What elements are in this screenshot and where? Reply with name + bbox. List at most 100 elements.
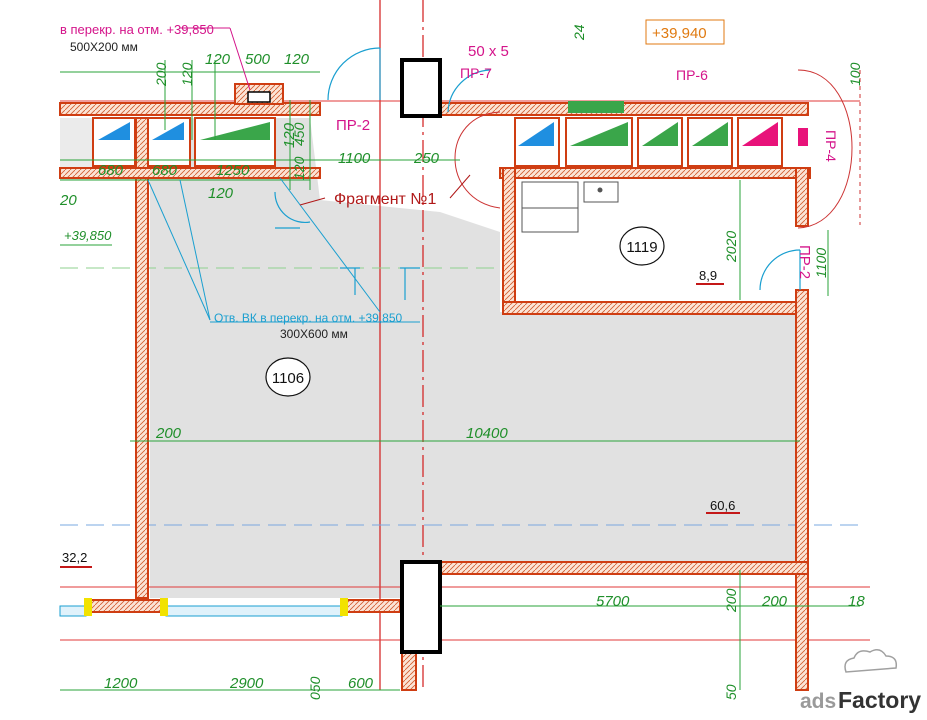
dim-left-partial: 20 xyxy=(59,192,77,209)
dim-lower: 200 xyxy=(761,593,788,610)
watermark-logo: ads Factory xyxy=(800,649,921,713)
dim-top-v: 450 xyxy=(291,122,307,146)
shaft-fill xyxy=(152,122,184,140)
shaft-fill xyxy=(518,122,554,146)
wall-bottom-left xyxy=(85,599,167,613)
elevation-left: +39,850 xyxy=(64,228,112,243)
dim-top: 680 xyxy=(98,162,124,179)
room-1119-area: 8,9 xyxy=(699,268,717,283)
shaft xyxy=(92,117,136,167)
vk-opening-note-line2: 300Х600 мм xyxy=(280,327,348,341)
dim-main: 10400 xyxy=(466,425,508,442)
dim-lower: 18 xyxy=(848,593,865,610)
dim-top: 120 xyxy=(281,122,298,148)
room-1106-number: 1106 xyxy=(272,370,304,387)
device xyxy=(798,128,808,146)
dim-bottom: 050 xyxy=(307,676,323,700)
slab-opening-note-line2: 500Х200 мм xyxy=(70,40,138,54)
column-top xyxy=(400,58,442,118)
wall-right-lower xyxy=(795,573,809,691)
dim-bottom: 50 xyxy=(723,684,739,700)
cloud-icon xyxy=(844,649,898,673)
vent-shafts xyxy=(92,101,808,167)
column-top-stub xyxy=(247,91,271,103)
dim-top: 680 xyxy=(152,162,178,179)
opening-pr4: ПР-4 xyxy=(823,130,839,162)
sink xyxy=(583,181,619,203)
elevation-top-box xyxy=(645,19,725,45)
left-area: 32,2 xyxy=(62,550,87,565)
columns xyxy=(247,58,442,654)
wall-room-1119-left xyxy=(502,167,516,313)
dim-right-v: 2020 xyxy=(723,231,739,263)
room-1106-area: 60,6 xyxy=(710,498,735,513)
vk-opening-note-line1: Отв. ВК в перекр. на отм. +39,850 xyxy=(214,311,403,325)
window xyxy=(165,605,343,617)
glass-mark xyxy=(160,598,168,616)
wall-right-upper xyxy=(795,167,809,227)
dim-top: 1100 xyxy=(338,150,371,167)
windows xyxy=(59,598,348,617)
room-1119-marker: 1119 xyxy=(619,226,665,266)
dim-bottom: 1200 xyxy=(104,675,138,692)
opening-pr7: ПР-7 xyxy=(460,65,492,81)
elevation-top: +39,940 xyxy=(652,25,707,42)
watermark-brand-suffix: Factory xyxy=(838,687,921,713)
dim-top: 120 xyxy=(205,51,231,68)
grid-lines xyxy=(60,0,870,690)
dim-lower-v: 200 xyxy=(723,588,739,613)
dim-top-v: 120 xyxy=(179,62,195,86)
room-1106-marker: 1106 xyxy=(265,357,311,397)
door-swing xyxy=(759,249,801,291)
opening-pr2-top: ПР-2 xyxy=(336,117,370,134)
shaft-fill xyxy=(692,122,728,146)
arcs xyxy=(454,69,861,229)
dim-top: 1250 xyxy=(216,162,250,179)
room-1119-number: 1119 xyxy=(626,239,657,256)
fragment-label: Фрагмент №1 xyxy=(334,191,436,208)
kitchen-fixtures xyxy=(521,181,619,233)
floor-fills xyxy=(60,118,798,598)
shaft-fill xyxy=(742,122,778,146)
dim-bottom: 2900 xyxy=(229,675,264,692)
area-underlines xyxy=(60,283,740,568)
dim-top: 120 xyxy=(208,185,234,202)
wall-room-1119-bottom xyxy=(502,301,809,315)
wall-right xyxy=(795,289,809,563)
wall-shaft-bottom-right xyxy=(499,167,811,179)
glass-mark xyxy=(340,598,348,616)
doors xyxy=(274,47,801,300)
room-1106-floor xyxy=(150,118,798,598)
wall-left xyxy=(135,117,149,599)
dimension-lines xyxy=(60,60,860,691)
dim-right-v: 1100 xyxy=(813,248,829,278)
dim-top-v: 120 xyxy=(291,156,307,180)
dim-top: 250 xyxy=(413,150,440,167)
dim-right-v: 100 xyxy=(847,62,863,86)
dim-top: 120 xyxy=(284,51,310,68)
window xyxy=(59,605,87,617)
wall-top-left xyxy=(59,102,321,116)
door-swing xyxy=(447,69,491,113)
glass-mark xyxy=(84,598,92,616)
door-swing xyxy=(274,191,311,224)
room-1106-circle xyxy=(265,357,311,397)
dim-lower: 5700 xyxy=(596,593,630,610)
shaft-fill xyxy=(200,122,270,140)
shaft-top xyxy=(568,101,624,113)
note-leaders xyxy=(180,27,471,206)
room-1119-circle xyxy=(619,226,665,266)
dim-top-v: 24 xyxy=(571,24,587,41)
counter xyxy=(521,181,579,233)
door-swing xyxy=(327,47,381,101)
column-bottom xyxy=(400,560,442,654)
opening-size-label: 50 х 5 xyxy=(468,43,509,60)
wall-shaft-bottom-left xyxy=(59,167,321,179)
wall-bottom-right xyxy=(439,561,809,575)
shaft-fill xyxy=(98,122,130,140)
slab-opening-note-line1: в перекр. на отм. +39,850 xyxy=(60,22,214,37)
wall-bottom-mid xyxy=(341,599,401,613)
dim-bottom: 600 xyxy=(348,675,374,692)
shaft-fill xyxy=(642,122,678,146)
